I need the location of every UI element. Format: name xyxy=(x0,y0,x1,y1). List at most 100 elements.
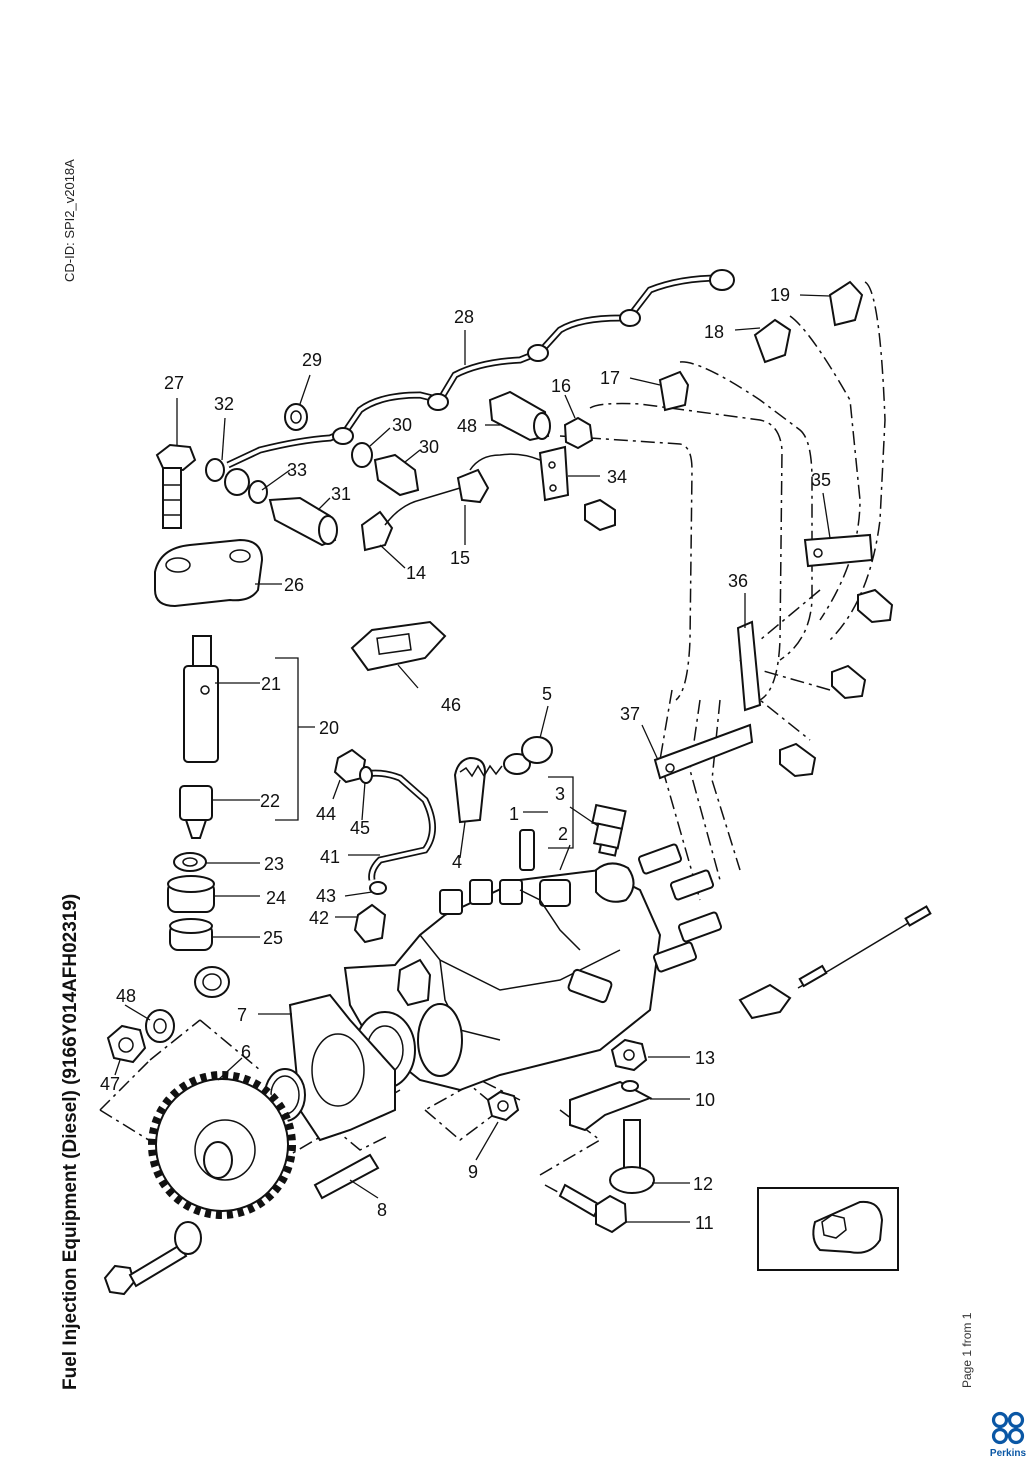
bolt-11 xyxy=(558,1183,628,1234)
union-16 xyxy=(563,416,594,450)
callout-20: 20 xyxy=(319,718,339,738)
nut-13 xyxy=(610,1038,648,1072)
callout-35: 36 xyxy=(728,571,748,591)
callout-25: 25 xyxy=(263,928,283,948)
bracket-36 xyxy=(653,723,754,780)
clamp-26 xyxy=(154,538,264,608)
callout-4: 4 xyxy=(452,852,462,872)
stud-8 xyxy=(313,1153,380,1200)
callout-15: 15 xyxy=(450,548,470,568)
callout-10: 10 xyxy=(695,1090,715,1110)
callout-6: 6 xyxy=(241,1042,251,1062)
callout-48: 48 xyxy=(457,416,477,436)
washer-23 xyxy=(173,852,207,872)
callout-14: 14 xyxy=(406,563,426,583)
callout-31: 31 xyxy=(331,484,351,504)
perkins-logo: Perkins xyxy=(990,1411,1027,1459)
callout-16: 16 xyxy=(551,376,571,396)
callout-12: 12 xyxy=(693,1174,713,1194)
union-48 xyxy=(488,390,551,442)
leader-lines xyxy=(114,294,831,1223)
nozzle-22 xyxy=(179,785,213,839)
callout-26: 26 xyxy=(284,575,304,595)
callout-47: 48 xyxy=(116,986,136,1006)
union-19 xyxy=(828,280,864,327)
leak-off-pipe-37 xyxy=(333,748,436,944)
sleeve-25 xyxy=(169,918,213,951)
callout-43: 44 xyxy=(316,804,336,824)
union-17 xyxy=(658,370,690,412)
callout-24: 24 xyxy=(266,888,286,908)
callout-19: 19 xyxy=(770,285,790,305)
callout-8: 8 xyxy=(377,1200,387,1220)
nut-9 xyxy=(486,1090,520,1122)
sleeve-24 xyxy=(167,875,215,913)
bracket-20 xyxy=(275,657,299,821)
callout-46: 47 xyxy=(100,1074,120,1094)
gear-6 xyxy=(148,1071,296,1219)
solenoid-3 xyxy=(591,803,627,857)
callout-2: 2 xyxy=(558,824,568,844)
filter-4 xyxy=(453,756,487,824)
callout-23: 23 xyxy=(264,854,284,874)
plate-45 xyxy=(350,620,447,672)
banjo-15 xyxy=(456,453,541,504)
bracket-10 xyxy=(569,1080,653,1132)
callout-29: 30 xyxy=(419,437,439,457)
callout-21: 21 xyxy=(261,674,281,694)
bracket-34 xyxy=(803,533,874,568)
callout-7: 7 xyxy=(237,1005,247,1025)
callout-13: 13 xyxy=(695,1048,715,1068)
washers-32 xyxy=(205,458,268,504)
callout-32a: 32 xyxy=(214,394,234,414)
nozzle-holder-21 xyxy=(183,635,219,763)
callout-11: 11 xyxy=(695,1213,714,1233)
washer-30b xyxy=(351,442,373,468)
callout-18: 18 xyxy=(704,322,724,342)
callout-1: 1 xyxy=(509,804,519,824)
screw-36 xyxy=(779,742,817,778)
bracket-35 xyxy=(736,620,762,712)
screw-33 xyxy=(584,498,616,532)
callout-labels: 27 32 33 29 28 30 30 31 48 16 17 18 19 1… xyxy=(100,285,831,1233)
screw-12 xyxy=(609,1119,655,1194)
callout-44: 45 xyxy=(350,818,370,838)
fuel-injection-pump xyxy=(343,829,723,1092)
bolt-gear xyxy=(103,1221,202,1296)
callout-45: 46 xyxy=(441,695,461,715)
banjo-bolt-29 xyxy=(373,453,420,497)
spring-5 xyxy=(459,736,553,778)
bracket-33 xyxy=(538,445,570,502)
bolt-27 xyxy=(155,443,197,529)
callout-34: 35 xyxy=(811,470,831,490)
callout-5: 5 xyxy=(542,684,552,704)
banjo-31 xyxy=(268,496,338,547)
callout-30b: 30 xyxy=(392,415,412,435)
nut-46 xyxy=(106,1024,147,1064)
callout-37: 41 xyxy=(320,847,340,867)
sensor-probe xyxy=(738,905,932,1020)
callout-22: 22 xyxy=(260,791,280,811)
callout-27: 27 xyxy=(164,373,184,393)
seal-extra xyxy=(194,966,230,998)
callout-36: 37 xyxy=(620,704,640,724)
gasket-7 xyxy=(288,993,396,1142)
washer-47 xyxy=(145,1009,175,1043)
callout-9: 9 xyxy=(468,1162,478,1182)
banjo-14 xyxy=(360,487,461,552)
screw-35 xyxy=(831,664,867,700)
callout-30a: 29 xyxy=(302,350,322,370)
callout-32b: 33 xyxy=(287,460,307,480)
callout-3: 3 xyxy=(555,784,565,804)
callout-41: 42 xyxy=(309,908,329,928)
washer-30a xyxy=(284,403,308,431)
union-18 xyxy=(753,318,792,364)
screw-34 xyxy=(857,588,894,624)
logo-wordmark: Perkins xyxy=(990,1448,1027,1459)
callout-17: 17 xyxy=(600,368,620,388)
callout-33: 34 xyxy=(607,467,627,487)
inset-plug-box xyxy=(757,1187,899,1271)
callout-42: 43 xyxy=(316,886,336,906)
injector-pipe-28 xyxy=(226,269,735,469)
